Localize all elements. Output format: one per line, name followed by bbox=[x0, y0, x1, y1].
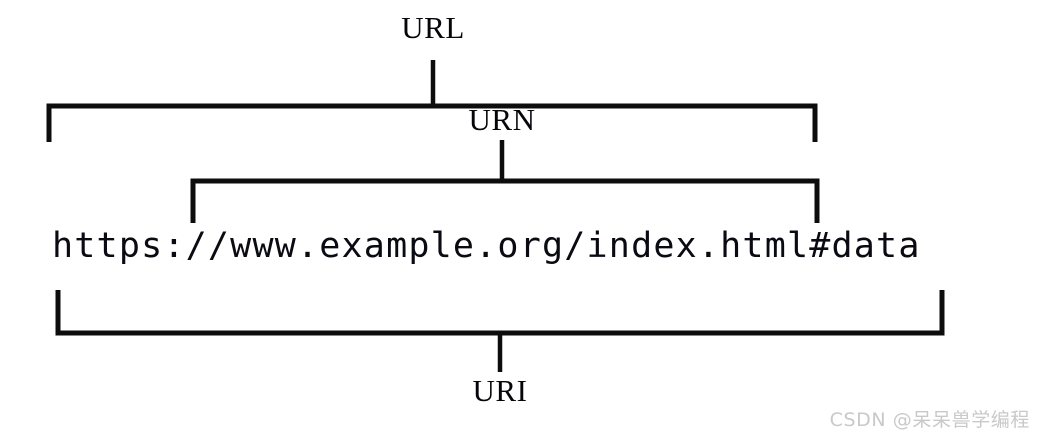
urn-bracket bbox=[190, 178, 820, 223]
url-bracket bbox=[46, 103, 818, 142]
csdn-watermark: CSDN @呆呆兽学编程 bbox=[829, 409, 1030, 431]
uri-bracket bbox=[55, 290, 945, 336]
label-urn: URN bbox=[468, 102, 536, 137]
url-string-text: https://www.example.org/index.html#data bbox=[52, 226, 921, 266]
label-uri: URI bbox=[472, 373, 528, 408]
label-url: URL bbox=[401, 10, 465, 45]
